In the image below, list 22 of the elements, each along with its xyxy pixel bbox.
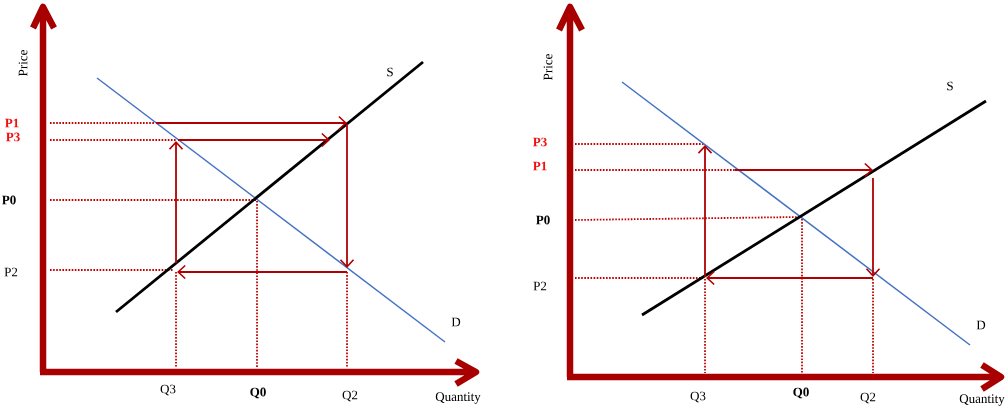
axis-title: Quantity	[959, 394, 1005, 406]
tick-label: P2	[533, 281, 547, 291]
tick-label: P1	[5, 118, 19, 128]
tick-label: Q0	[250, 387, 266, 399]
axis-title: Price	[543, 54, 553, 80]
axis-title: Quantity	[435, 392, 481, 404]
tick-label: P0	[536, 215, 550, 225]
tick-label: Q3	[690, 391, 706, 403]
curve-label: S	[947, 81, 953, 91]
tick-label: P0	[2, 195, 16, 205]
tick-label: P2	[4, 267, 18, 277]
curve-label: S	[387, 67, 393, 77]
curve-label: D	[451, 317, 461, 327]
axis-title: Price	[18, 50, 28, 76]
tick-label: P3	[6, 132, 20, 142]
tick-label: Q2	[860, 392, 876, 404]
tick-label: Q2	[342, 390, 358, 402]
tick-label: Q3	[160, 384, 176, 396]
tick-label: P3	[533, 137, 547, 147]
tick-label: Q0	[793, 387, 809, 399]
tick-label: P1	[533, 161, 547, 171]
curve-label: D	[976, 320, 986, 330]
